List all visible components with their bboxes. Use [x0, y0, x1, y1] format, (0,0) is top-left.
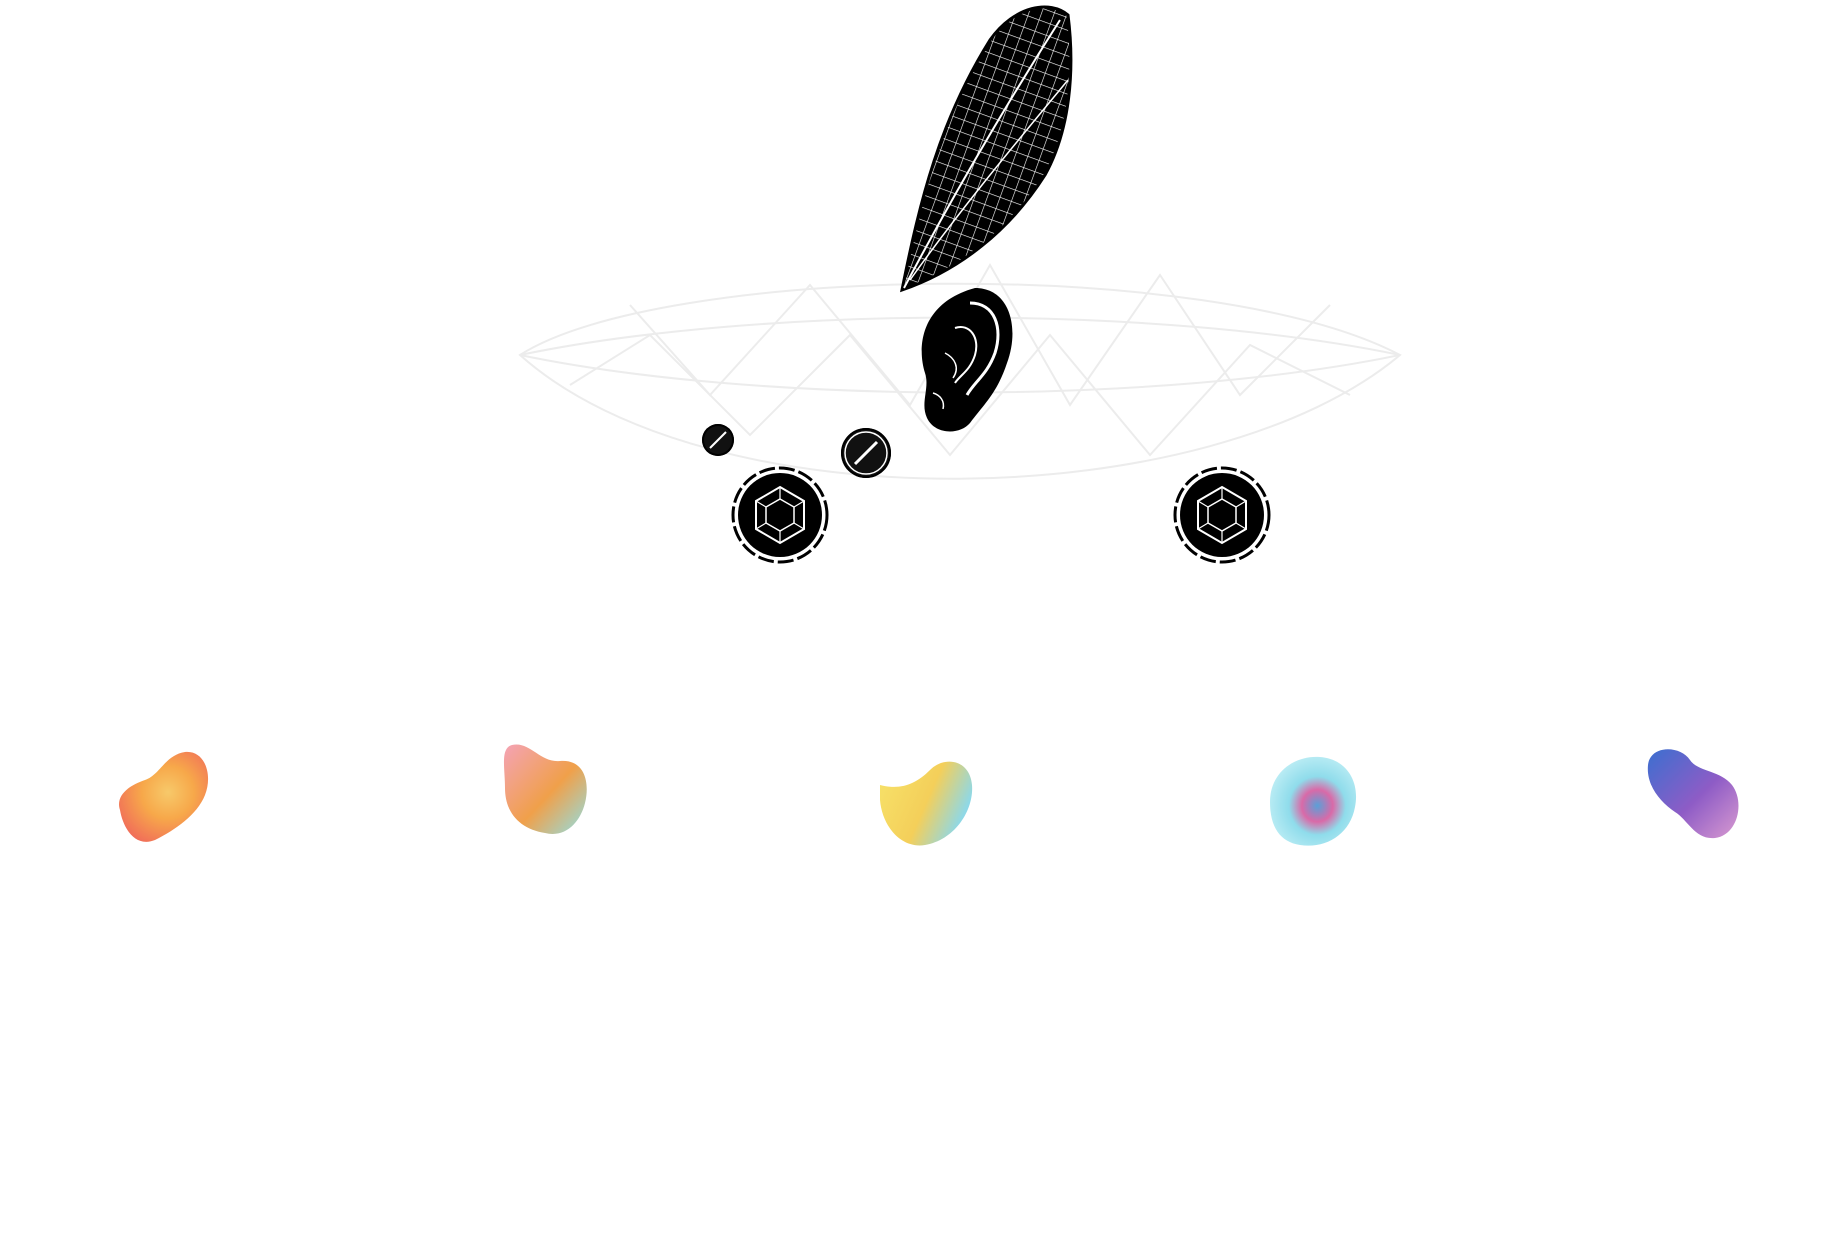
- right-wheel-icon: [1173, 466, 1271, 564]
- ear-icon: [921, 288, 1013, 432]
- screw-slot-icon: [844, 431, 888, 475]
- left-wheel-icon: [731, 466, 829, 564]
- swatch-peach[interactable]: [490, 733, 600, 843]
- screw-icon: [702, 424, 734, 456]
- swatch-aqua[interactable]: [1255, 747, 1365, 857]
- swatch-yellow[interactable]: [870, 745, 980, 855]
- wing-icon: [900, 5, 1073, 293]
- screw-icon: [841, 428, 891, 478]
- swatch-violet[interactable]: [1640, 740, 1750, 850]
- screw-slot-icon: [709, 431, 727, 449]
- swatch-coral[interactable]: [105, 740, 215, 850]
